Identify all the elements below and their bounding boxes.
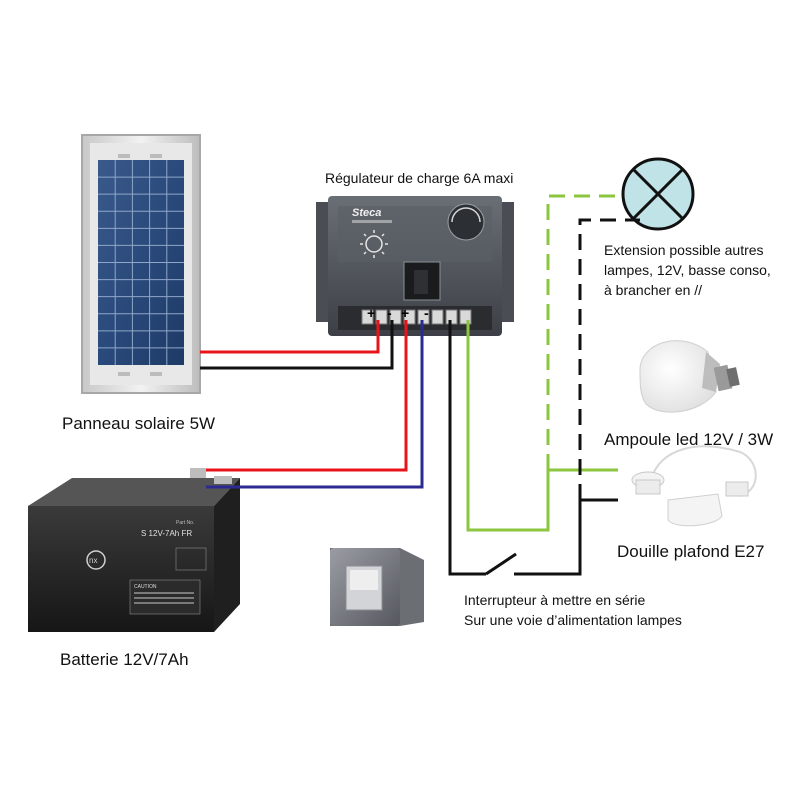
switch-note-line: Sur une voie d’alimentation lampes: [464, 612, 682, 628]
wire-extension-negative: [578, 218, 640, 500]
charge-regulator: Steca + - + -: [316, 196, 514, 336]
terminal-minus-1: -: [387, 305, 392, 321]
lamp-symbol-icon: [621, 157, 695, 231]
wire-switch-to-socket: [514, 498, 618, 576]
regulator-label: Régulateur de charge 6A maxi: [325, 170, 514, 186]
solar-panel-label: Panneau solaire 5W: [62, 414, 216, 433]
terminal-screw: [361, 309, 374, 325]
extension-note-line: Extension possible autres: [604, 242, 764, 258]
wire-load-positive: [466, 320, 618, 532]
extension-note-line: lampes, 12V, basse conso,: [604, 262, 771, 278]
led-bulb: [639, 340, 740, 413]
terminal-screw: [431, 309, 444, 325]
wiring: [200, 194, 640, 576]
ceiling-socket-label: Douille plafond E27: [617, 542, 765, 561]
terminal-screw: [389, 309, 402, 325]
battery-brand: nx: [89, 556, 97, 565]
terminal-screw: [375, 309, 388, 325]
switch-note-line: Interrupteur à mettre en série: [464, 592, 646, 608]
regulator-brand: Steca: [352, 207, 381, 219]
wire-panel-negative: [200, 320, 394, 370]
terminal-screw: [403, 309, 416, 325]
battery-logo-icon: [86, 550, 106, 570]
sun-icon: [365, 235, 383, 253]
terminal-minus-2: -: [424, 305, 429, 321]
battery-label: Batterie 12V/7Ah: [60, 650, 189, 669]
battery-model: S 12V-7Ah FR: [141, 529, 192, 538]
battery: nx S 12V-7Ah FR Part No. CAUTION: [28, 468, 240, 632]
led-bulb-label: Ampoule led 12V / 3W: [604, 430, 774, 449]
extension-note-line: à brancher en //: [604, 282, 703, 298]
switch-note: Interrupteur à mettre en série Sur une v…: [464, 590, 682, 630]
switch-symbol-icon: [485, 552, 517, 576]
terminal-screw: [459, 309, 472, 325]
wire-panel-positive: [200, 320, 380, 354]
battery-part-no: Part No.: [176, 520, 194, 526]
extension-note: Extension possible autres lampes, 12V, b…: [604, 240, 799, 300]
terminal-block: [361, 309, 472, 325]
wire-load-through-switch: [448, 320, 486, 576]
wire-battery-positive: [206, 320, 408, 472]
wire-extension-positive: [546, 194, 618, 470]
wire-battery-negative: [206, 320, 424, 489]
battery-caution: CAUTION: [134, 584, 157, 590]
solar-panel: [81, 134, 201, 394]
terminal-plus-1: +: [367, 305, 375, 321]
solar-cell-grid: [98, 160, 184, 365]
wall-switch: [330, 548, 424, 626]
terminal-plus-2: +: [401, 305, 409, 321]
ceiling-socket: [631, 445, 757, 527]
